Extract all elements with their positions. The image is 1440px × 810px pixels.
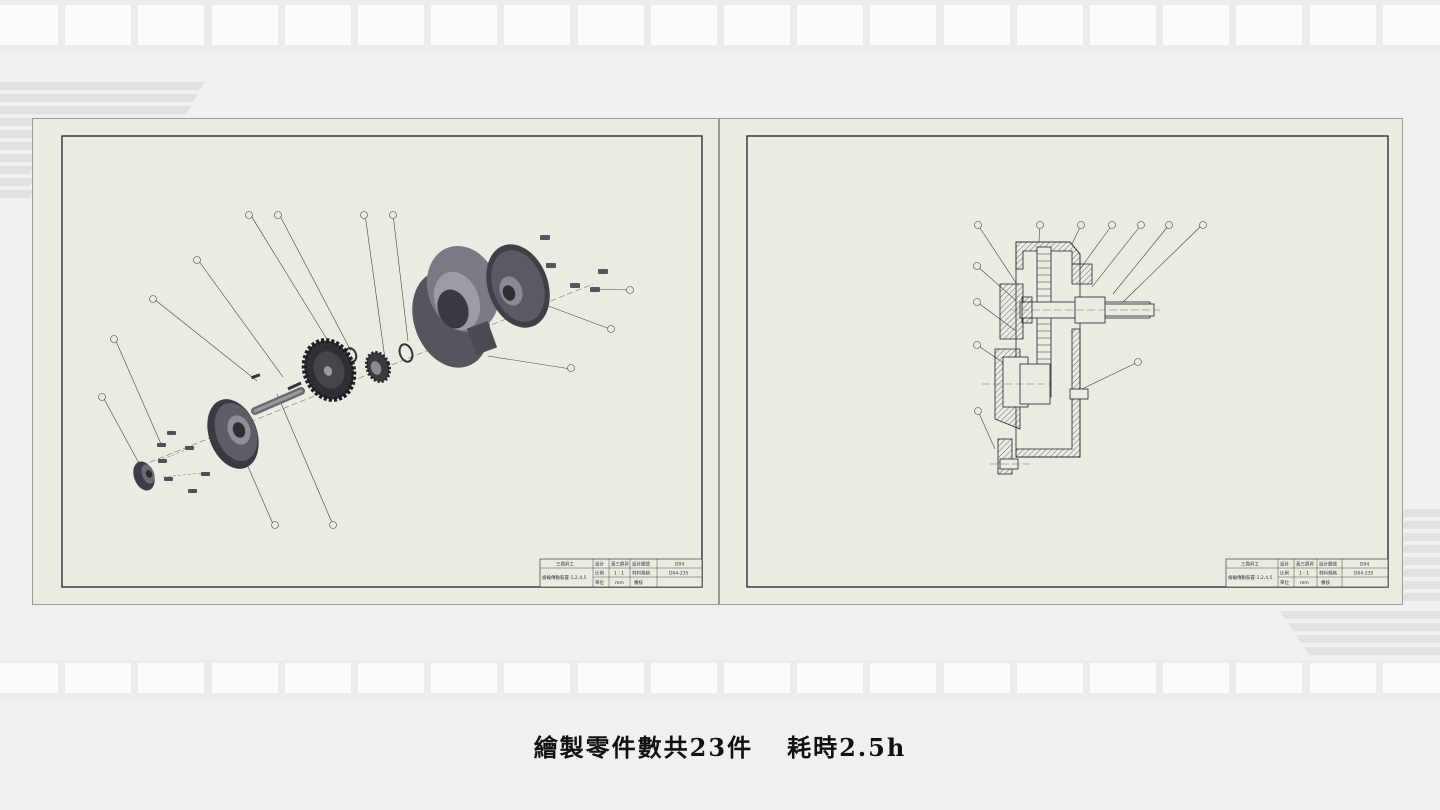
tb-cell: 比例 xyxy=(595,570,604,577)
tb-cell: 審核 xyxy=(1321,579,1330,586)
title-block-left: 三鼎昇工 齒輪傳動裝置-1,2,4,5 設計 黃三鼎昇 設計圖號 D04 比例 … xyxy=(539,558,703,588)
band-tile xyxy=(358,663,424,693)
section-view-drawing-sheet: 三鼎昇工 齒輪傳動裝置-1,2,4,5 設計 黃三鼎昇 設計圖號 D04 比例 … xyxy=(719,118,1403,605)
band-tile xyxy=(504,663,571,693)
band-tile xyxy=(65,663,132,693)
band-tile xyxy=(504,5,571,45)
band-tile xyxy=(211,5,278,45)
band-tile xyxy=(650,5,717,45)
band-tile xyxy=(431,5,498,45)
band-tile xyxy=(1016,663,1083,693)
band-tile xyxy=(1236,5,1303,45)
band-tile xyxy=(65,5,132,45)
band-tile xyxy=(1382,5,1440,45)
band-tile xyxy=(870,5,937,45)
band-tile xyxy=(1016,5,1083,45)
tb-cell: D04-235 xyxy=(1354,571,1374,577)
tb-cell: mm xyxy=(615,581,624,586)
band-tile xyxy=(870,663,937,693)
tb-cell: 審核 xyxy=(634,579,643,586)
band-tile xyxy=(1163,663,1230,693)
title-block-company: 三鼎昇工 xyxy=(1241,561,1259,568)
tb-cell: 設計圖號 xyxy=(1319,561,1337,568)
band-tile xyxy=(1090,5,1156,45)
band-tile xyxy=(138,663,205,693)
band-tile xyxy=(284,5,351,45)
band-tile xyxy=(577,663,644,693)
band-tile xyxy=(797,5,864,45)
exploded-view-drawing-sheet: 三鼎昇工 齒輪傳動裝置-1,2,4,5 設計 黃三鼎昇 設計圖號 D04 比例 … xyxy=(32,118,719,605)
band-tile xyxy=(431,663,498,693)
tb-cell: 比例 xyxy=(1280,570,1289,577)
tb-cell: mm xyxy=(1300,581,1309,586)
title-block-company: 三鼎昇工 xyxy=(556,561,574,568)
band-tile xyxy=(1309,663,1376,693)
band-tile xyxy=(724,663,790,693)
title-block-right: 三鼎昇工 齒輪傳動裝置-1,2,4,5 設計 黃三鼎昇 設計圖號 D04 比例 … xyxy=(1225,558,1389,588)
title-block-drawing-name: 齒輪傳動裝置-1,2,4,5 xyxy=(542,574,587,581)
tb-cell: 單位 xyxy=(595,579,604,586)
tb-cell: 1 : 1 xyxy=(614,571,624,577)
band-tile xyxy=(724,5,790,45)
band-tile xyxy=(797,663,864,693)
tb-cell: 設計 xyxy=(595,561,604,568)
band-tile xyxy=(138,5,205,45)
tb-cell: 1 : 1 xyxy=(1299,571,1309,577)
title-block-drawing-name: 齒輪傳動裝置-1,2,4,5 xyxy=(1228,574,1273,581)
band-tile xyxy=(650,663,717,693)
band-tile xyxy=(577,5,644,45)
band-tile xyxy=(211,663,278,693)
band-tile xyxy=(1382,663,1440,693)
tb-cell: 材料規格 xyxy=(632,570,650,577)
tb-cell: 設計圖號 xyxy=(632,561,650,568)
tb-cell: D04 xyxy=(675,562,684,568)
tb-cell: D04-235 xyxy=(669,571,689,577)
band-tile xyxy=(358,5,424,45)
tb-cell: 黃三鼎昇 xyxy=(1296,561,1314,568)
time-spent-text: 耗時2.5h xyxy=(787,733,907,762)
tb-cell: D04 xyxy=(1360,562,1369,568)
band-tile xyxy=(1090,663,1156,693)
parts-count-text: 繪製零件數共23件 xyxy=(533,733,754,762)
band-tile xyxy=(943,5,1010,45)
tb-cell: 材料規格 xyxy=(1319,570,1337,577)
band-tile xyxy=(1163,5,1230,45)
bottom-tile-band xyxy=(0,660,1440,698)
band-tile xyxy=(284,663,351,693)
tb-cell: 設計 xyxy=(1280,561,1289,568)
decor-stripes-right xyxy=(1280,509,1440,655)
slide-caption: 繪製零件數共23件 耗時2.5h xyxy=(0,728,1440,763)
top-tile-band xyxy=(0,0,1440,50)
band-tile xyxy=(0,5,58,45)
tb-cell: 單位 xyxy=(1280,579,1289,586)
tb-cell: 黃三鼎昇 xyxy=(611,561,629,568)
band-tile xyxy=(1309,5,1376,45)
band-tile xyxy=(1236,663,1303,693)
band-tile xyxy=(0,663,58,693)
band-tile xyxy=(943,663,1010,693)
